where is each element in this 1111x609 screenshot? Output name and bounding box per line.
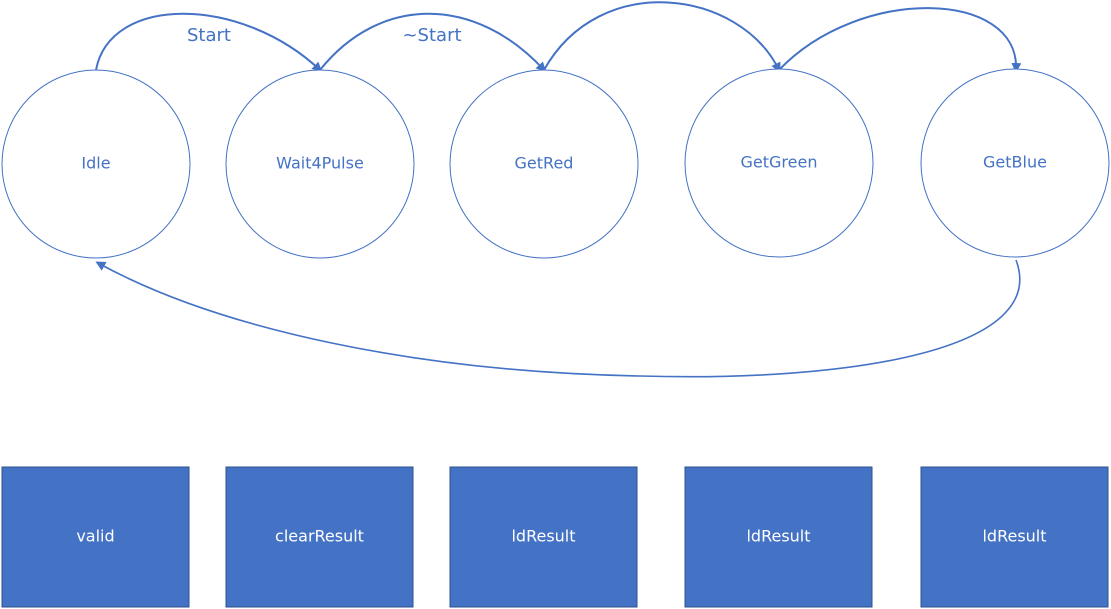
state-wait4pulse: Wait4Pulse — [225, 69, 415, 259]
output-label-valid: valid — [76, 527, 114, 546]
transition-getblue-to-idle — [95, 259, 1021, 378]
state-getblue: GetBlue — [920, 68, 1110, 258]
state-label-getgreen: GetGreen — [741, 153, 818, 172]
transition-label-not-start: ~Start — [402, 25, 461, 46]
output-label-ld-result-green: ldResult — [746, 527, 810, 546]
output-label-ld-result-blue: ldResult — [982, 527, 1046, 546]
state-idle: Idle — [1, 69, 191, 259]
output-box-getred: ldResult — [449, 466, 638, 608]
output-label-ld-result-red: ldResult — [511, 527, 575, 546]
state-getred: GetRed — [449, 69, 639, 259]
state-label-getred: GetRed — [515, 154, 574, 173]
state-getgreen: GetGreen — [684, 68, 874, 258]
transition-getgreen-to-getblue — [778, 7, 1022, 73]
state-label-idle: Idle — [81, 154, 110, 173]
output-box-wait4pulse: clearResult — [225, 466, 414, 608]
output-label-clear-result: clearResult — [275, 527, 364, 546]
output-box-getblue: ldResult — [920, 466, 1109, 608]
transition-label-start: Start — [187, 25, 231, 46]
state-label-getblue: GetBlue — [983, 153, 1047, 172]
transition-wait4pulse-to-getred — [319, 12, 547, 73]
transition-idle-to-wait4pulse — [95, 12, 323, 73]
state-label-wait4pulse: Wait4Pulse — [276, 154, 364, 173]
transition-getred-to-getgreen — [543, 1, 781, 73]
output-box-getgreen: ldResult — [684, 466, 873, 608]
output-box-idle: valid — [1, 466, 190, 608]
